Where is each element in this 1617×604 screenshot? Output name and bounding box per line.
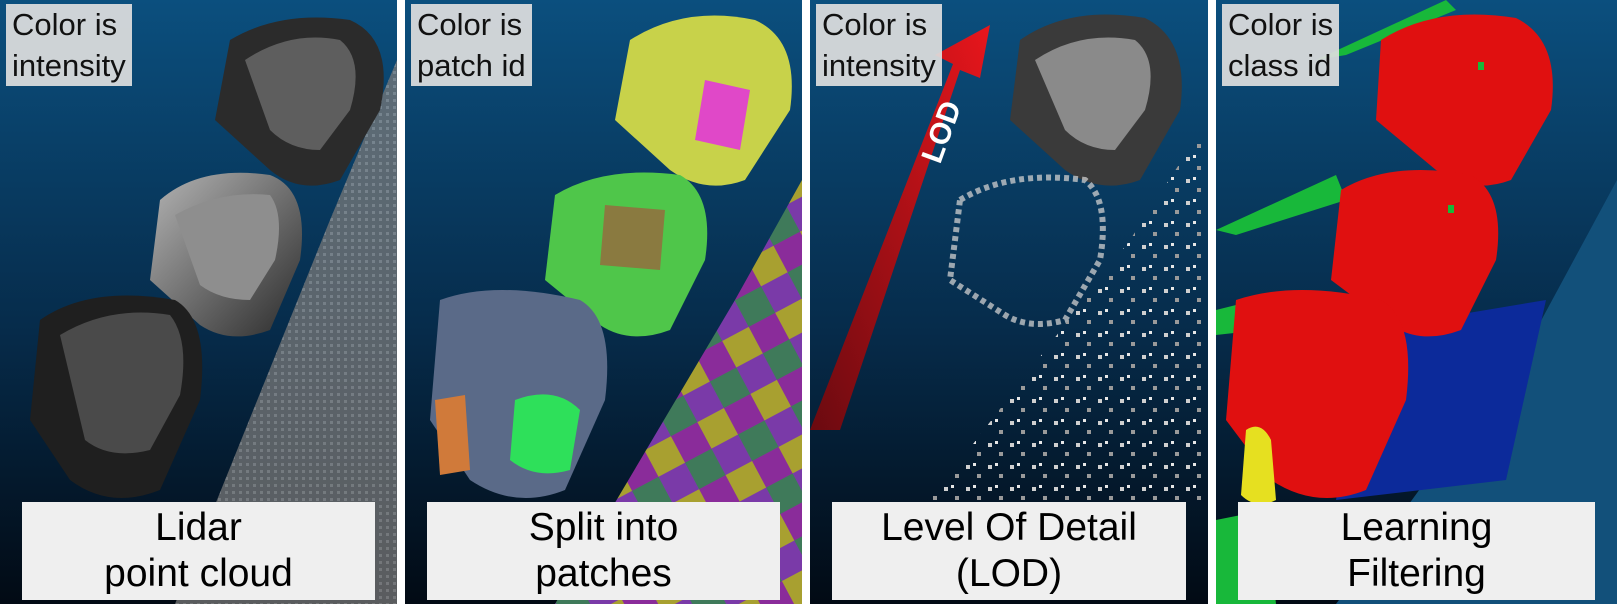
- car-near: [30, 295, 203, 498]
- panel-lidar-point-cloud: Color is intensity Lidar point cloud: [0, 0, 397, 604]
- color-legend-label: Color is patch id: [411, 4, 532, 86]
- lidar-intensity-render: [0, 0, 397, 604]
- car-middle: [150, 172, 302, 337]
- color-legend-label: Color is intensity: [816, 4, 942, 86]
- patch-car-far: [615, 15, 792, 186]
- pole-class: [1241, 426, 1276, 504]
- lod-car-far: [1010, 14, 1182, 186]
- panel-caption: Split into patches: [427, 502, 780, 600]
- panel-level-of-detail: LOD Color is intensity Level Of Detail (…: [810, 0, 1208, 604]
- panel-caption: Lidar point cloud: [22, 502, 375, 600]
- color-legend-label: Color is class id: [1222, 4, 1340, 86]
- panel-learning-filtering: Color is class id Learning Filtering: [1216, 0, 1617, 604]
- panel-caption: Learning Filtering: [1238, 502, 1595, 600]
- lod-car-middle: [946, 174, 1106, 327]
- patch-car-near: [430, 290, 608, 498]
- car-far: [215, 17, 384, 186]
- patch-car-middle: [545, 172, 708, 337]
- panel-split-into-patches: Color is patch id Split into patches: [405, 0, 802, 604]
- panel-caption: Level Of Detail (LOD): [832, 502, 1186, 600]
- color-legend-label: Color is intensity: [6, 4, 132, 86]
- car-class: [1226, 14, 1553, 498]
